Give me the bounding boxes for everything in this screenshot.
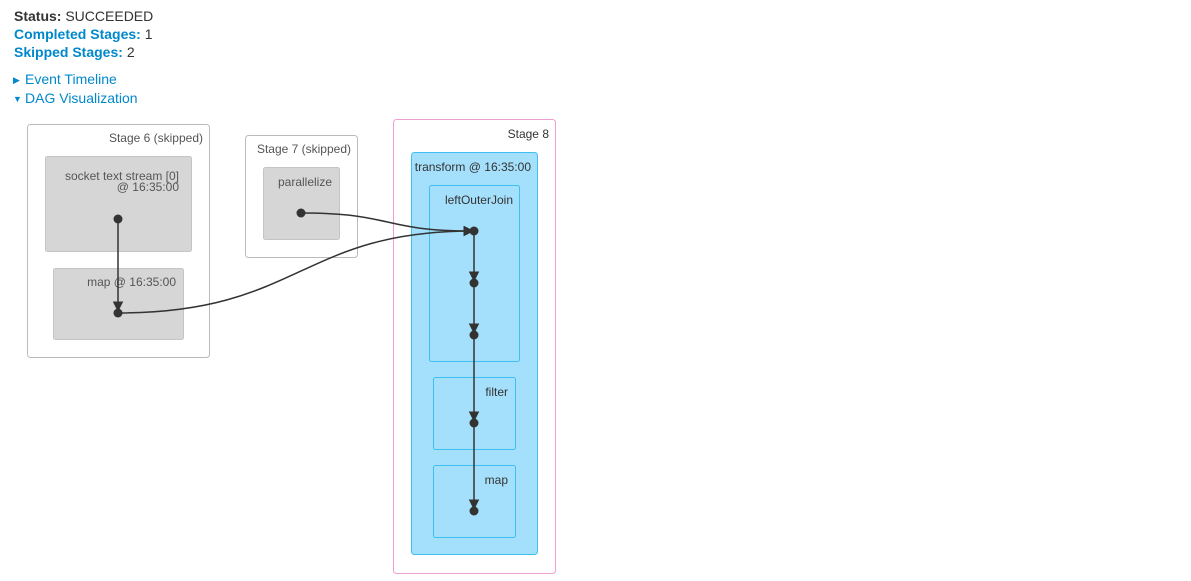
rdd-node-leftouterjoin-3[interactable]	[469, 330, 479, 340]
rdd-node-leftouterjoin-2[interactable]	[469, 278, 479, 288]
completed-stages-link[interactable]: Completed Stages:	[14, 26, 141, 42]
event-timeline-toggle[interactable]: ▶ Event Timeline	[13, 70, 138, 89]
socket-text-stream-label-line2: @ 16:35:00	[117, 180, 180, 194]
status-row: Status: SUCCEEDED	[14, 7, 153, 25]
completed-stages-value: 1	[144, 26, 153, 42]
stage-6-map-label: map @ 16:35:00	[87, 275, 176, 289]
rdd-node-leftouterjoin-1[interactable]	[469, 226, 479, 236]
rdd-node-stage8-map[interactable]	[469, 506, 479, 516]
status-value: SUCCEEDED	[65, 8, 154, 24]
filter-label: filter	[485, 385, 508, 399]
rdd-nodes	[113, 208, 479, 516]
dag-edges	[112, 212, 480, 511]
edge-map-to-leftouterjoin	[117, 225, 475, 314]
status-label: Status:	[14, 8, 62, 24]
completed-stages-row: Completed Stages: 1	[14, 25, 153, 43]
caret-right-icon: ▶	[13, 75, 20, 85]
edge-parallelize-to-leftouterjoin	[300, 212, 475, 237]
skipped-stages-row: Skipped Stages: 2	[14, 43, 153, 61]
transform-label: transform @ 16:35:00	[415, 160, 532, 174]
stage-6-title: Stage 6 (skipped)	[109, 131, 203, 145]
parallelize-cluster[interactable]	[263, 167, 340, 240]
socket-text-stream-label-line1: socket text stream [0]	[65, 169, 179, 183]
dag-visualization-toggle[interactable]: ▼DAG Visualization	[13, 89, 138, 108]
rdd-node-parallelize[interactable]	[296, 208, 306, 218]
stage-7-title: Stage 7 (skipped)	[257, 142, 351, 156]
rdd-node-socket[interactable]	[113, 214, 123, 224]
event-timeline-label: Event Timeline	[25, 71, 117, 87]
stage-8-title: Stage 8	[508, 127, 550, 141]
skipped-stages-link[interactable]: Skipped Stages:	[14, 44, 123, 60]
dag-visualization-label: DAG Visualization	[25, 90, 138, 106]
parallelize-label: parallelize	[278, 175, 332, 189]
stage-8-map-label: map	[485, 473, 509, 487]
rdd-node-filter[interactable]	[469, 418, 479, 428]
leftouterjoin-label: leftOuterJoin	[445, 193, 513, 207]
skipped-stages-value: 2	[126, 44, 135, 60]
visualization-toggles: ▶ Event Timeline ▼DAG Visualization	[13, 70, 138, 108]
rdd-node-stage6-map[interactable]	[113, 308, 123, 318]
stage-7-box[interactable]: Stage 7 (skipped) parallelize	[245, 135, 358, 258]
caret-down-icon: ▼	[13, 94, 22, 104]
job-summary: Status: SUCCEEDED Completed Stages: 1 Sk…	[14, 7, 153, 61]
